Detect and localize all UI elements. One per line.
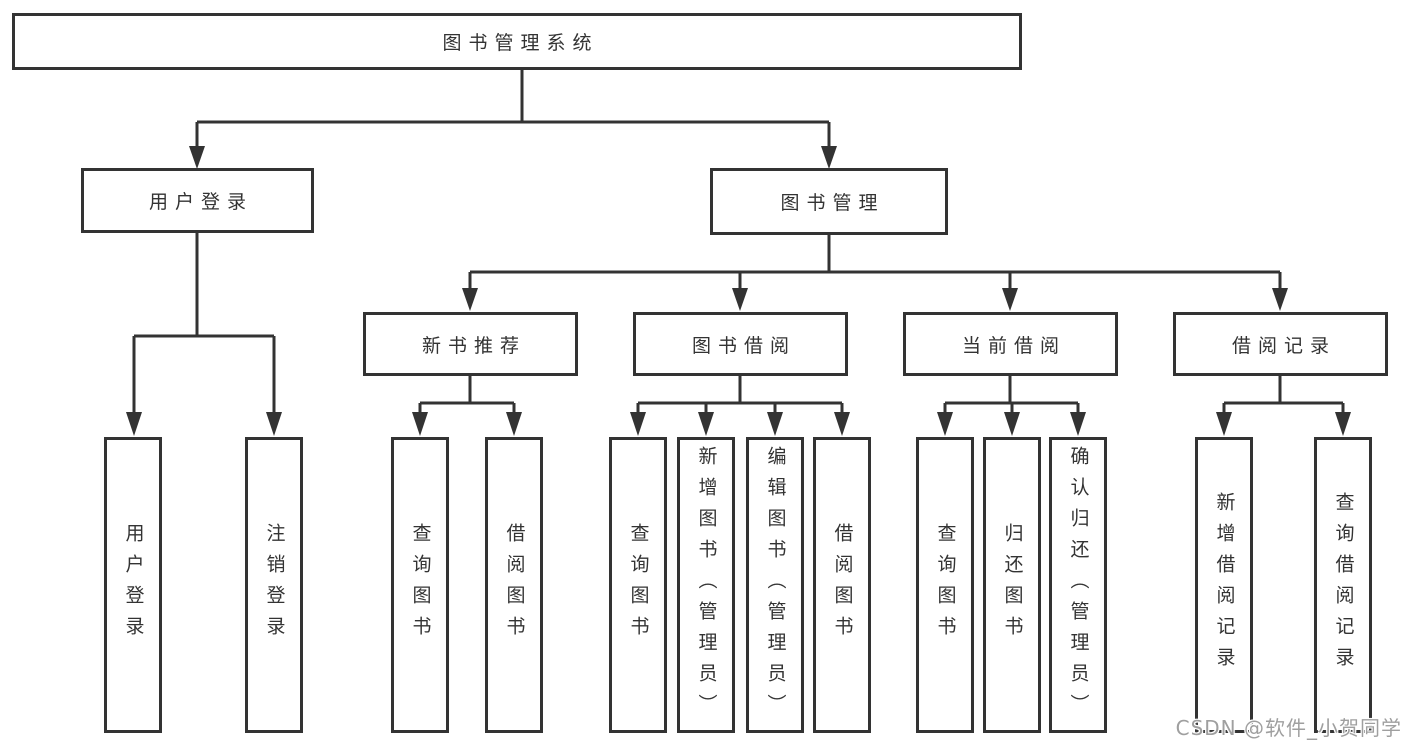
arrowhead-icon [266, 412, 282, 436]
node-label: 确认归还（管理员） [1067, 445, 1090, 725]
leaf-borrow-books-recommendation: 借阅图书 [485, 437, 543, 733]
leaf-query-books-borrowing: 查询图书 [609, 437, 667, 733]
node-label: 图书管理系统 [442, 32, 599, 54]
node-book-borrowing: 图书借阅 [633, 312, 848, 376]
node-label: 当前借阅 [961, 334, 1066, 357]
connector-user-login-children [126, 233, 282, 436]
node-label: 查询图书 [934, 523, 957, 647]
leaf-confirm-return-admin: 确认归还（管理员） [1049, 437, 1107, 733]
node-current-borrowing: 当前借阅 [903, 312, 1118, 376]
arrowhead-icon [126, 412, 142, 436]
leaf-query-borrow-record: 查询借阅记录 [1314, 437, 1372, 733]
arrowhead-icon [1004, 412, 1020, 436]
node-label: 查询借阅记录 [1332, 492, 1355, 678]
node-label: 新增借阅记录 [1213, 492, 1236, 678]
node-label: 借阅图书 [503, 523, 526, 647]
node-label: 用户登录 [148, 191, 253, 213]
node-label: 新书推荐 [421, 334, 526, 357]
csdn-watermark: CSDN @软件_小贺同学 [1175, 716, 1402, 740]
node-borrowing-records: 借阅记录 [1173, 312, 1388, 376]
node-book-management: 图书管理 [710, 168, 948, 235]
connector-new-book-rec-children [412, 376, 522, 436]
node-user-login: 用户登录 [81, 168, 314, 233]
node-label: 图书管理 [780, 192, 885, 214]
arrowhead-icon [189, 146, 205, 169]
leaf-return-books: 归还图书 [983, 437, 1041, 733]
node-label: 图书借阅 [691, 334, 796, 357]
node-label: 注销登录 [263, 523, 286, 647]
arrowhead-icon [506, 412, 522, 436]
node-library-management-system: 图书管理系统 [12, 13, 1022, 70]
node-label: 编辑图书（管理员） [764, 445, 787, 725]
leaf-query-books-recommendation: 查询图书 [391, 437, 449, 733]
arrowhead-icon [630, 412, 646, 436]
arrowhead-icon [462, 288, 478, 311]
node-label: 查询图书 [627, 523, 650, 647]
arrowhead-icon [698, 412, 714, 436]
connector-book-mgmt-children [462, 235, 1288, 311]
node-label: 归还图书 [1001, 523, 1024, 647]
node-new-book-recommendation: 新书推荐 [363, 312, 578, 376]
arrowhead-icon [1272, 288, 1288, 311]
arrowhead-icon [1070, 412, 1086, 436]
leaf-add-books-admin: 新增图书（管理员） [677, 437, 735, 733]
node-label: 查询图书 [409, 523, 432, 647]
arrowhead-icon [1002, 288, 1018, 311]
arrowhead-icon [821, 146, 837, 169]
arrowhead-icon [767, 412, 783, 436]
leaf-borrow-books: 借阅图书 [813, 437, 871, 733]
arrowhead-icon [937, 412, 953, 436]
connector-root-to-level2 [189, 70, 837, 169]
connector-borrow-record-children [1216, 376, 1351, 436]
leaf-add-borrow-record: 新增借阅记录 [1195, 437, 1253, 733]
node-label: 用户登录 [122, 523, 145, 647]
arrowhead-icon [1216, 412, 1232, 436]
arrowhead-icon [1335, 412, 1351, 436]
node-label: 借阅图书 [831, 523, 854, 647]
arrowhead-icon [412, 412, 428, 436]
node-label: 借阅记录 [1231, 334, 1336, 357]
connector-book-borrow-children [630, 376, 850, 436]
leaf-user-login: 用户登录 [104, 437, 162, 733]
connector-current-borrow-children [937, 376, 1086, 436]
leaf-edit-books-admin: 编辑图书（管理员） [746, 437, 804, 733]
leaf-logout: 注销登录 [245, 437, 303, 733]
arrowhead-icon [834, 412, 850, 436]
leaf-query-books-current: 查询图书 [916, 437, 974, 733]
node-label: 新增图书（管理员） [695, 445, 718, 725]
arrowhead-icon [732, 288, 748, 311]
